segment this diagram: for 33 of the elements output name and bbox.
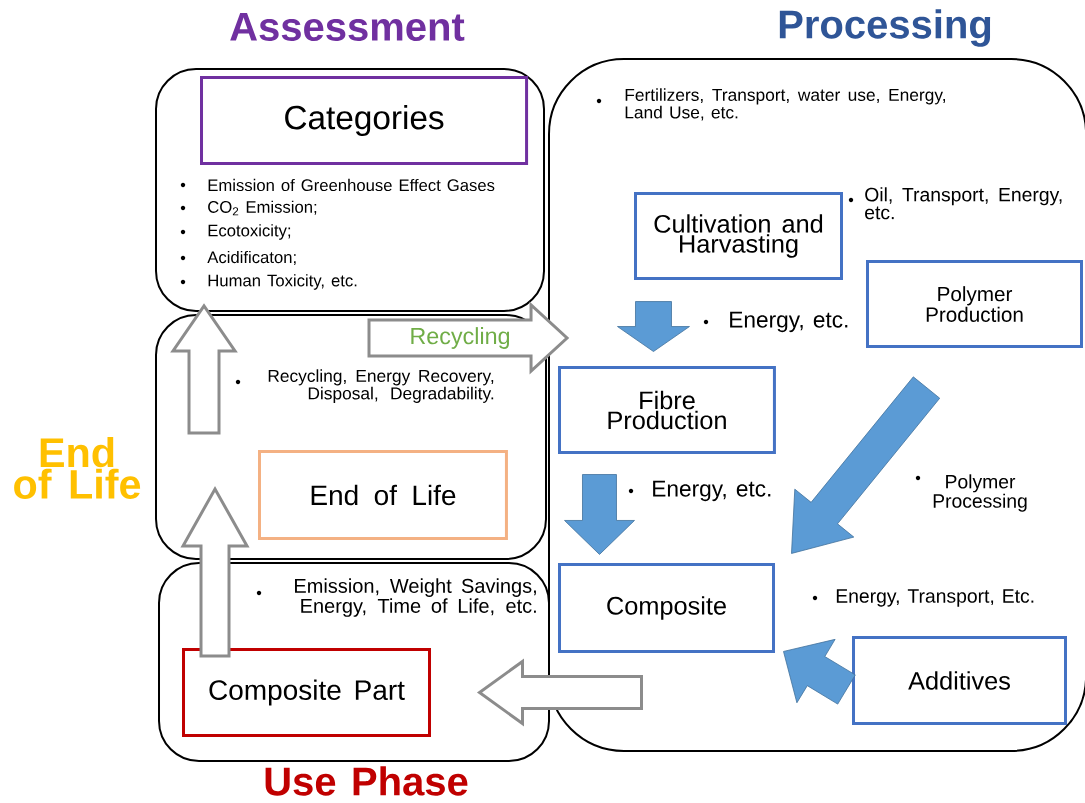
bullet-item: CO$_{2}$ Emission; [180,200,317,216]
bullet-item: Emission of Greenhouse Effect Gases [180,178,495,192]
bullet-item: Oil, Transport, Energy, etc. [848,187,1062,220]
panel-heading: Assessment [230,13,465,41]
process-box: End of Life [258,450,508,540]
panel-heading: Use Phase [265,766,468,796]
process-box: Additives [852,636,1067,725]
block-arrow [476,658,643,727]
bullet-item: Polymer Processing [915,474,1027,512]
process-box: Categories [200,76,529,165]
bullet-item: Energy, Transport, Etc. [812,589,1034,607]
bullet-item: Energy, etc. [703,311,848,333]
process-box: Cultivation and Harvasting [634,192,843,281]
edge-label: Recycling [408,326,512,350]
block-arrow [170,303,238,435]
block-arrow [783,638,856,705]
panel-heading: End of Life [14,436,141,499]
bullet-item: Energy, etc. [628,480,771,502]
block-arrow [180,485,250,658]
bullet-item: Ecotoxicity; [180,224,291,240]
bullet-item: Fertilizers, Transport, water use, Energy, Land Use, etc. [596,88,945,121]
process-box: Polymer Production [866,260,1083,349]
block-arrow [564,474,635,555]
bullet-item: Human Toxicity, etc. [180,274,357,290]
bullet-item: Emission, Weight Savings, Energy, Time of Life, etc. [256,578,536,617]
process-box: Composite [558,563,775,653]
block-arrow [617,301,690,352]
bullet-item: Recycling, Energy Recovery, Disposal, Degradability. [235,369,494,403]
bullet-item: Acidificaton; [180,250,296,266]
block-arrow [791,376,941,554]
process-box: Fibre Production [558,366,776,455]
process-box: Composite Part [182,648,431,737]
panel-heading: Processing [779,9,991,47]
